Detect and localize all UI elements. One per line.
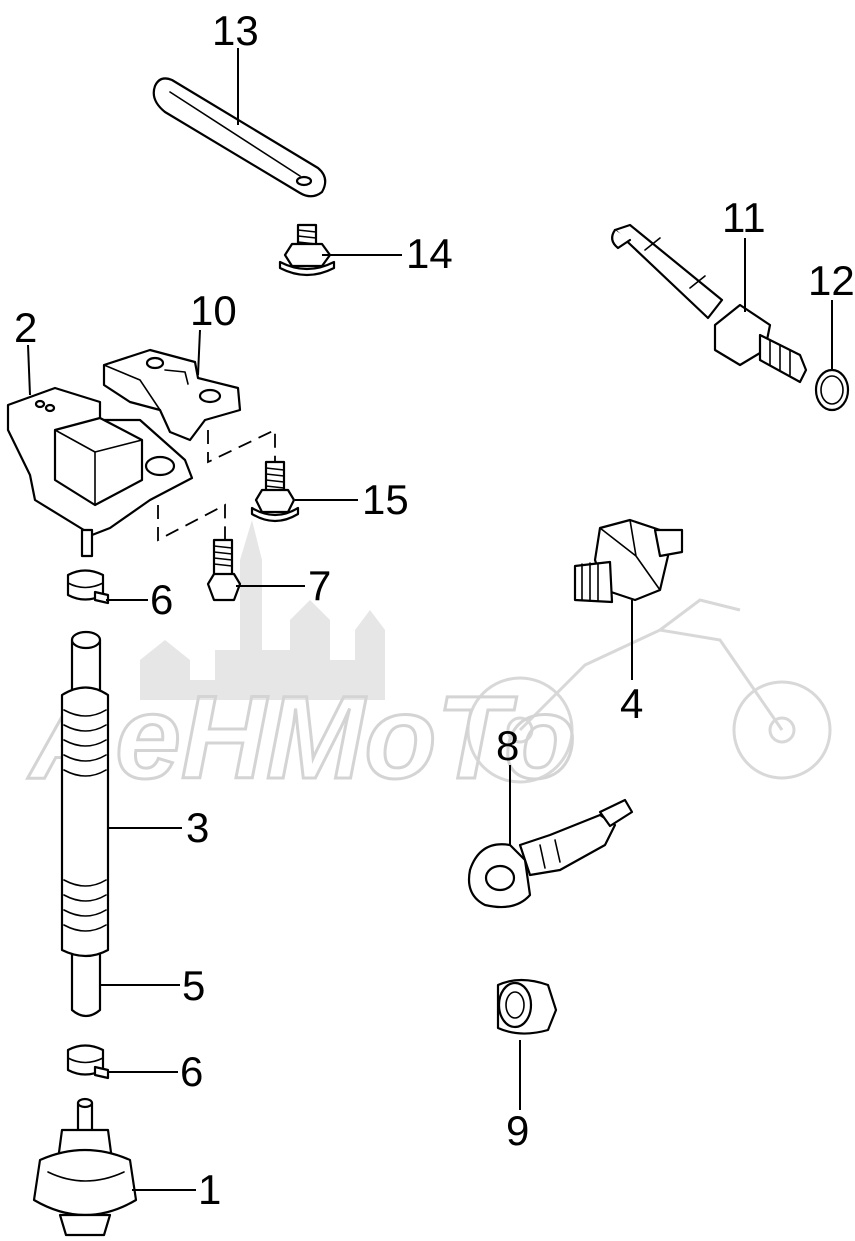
watermark-motorcycle bbox=[466, 598, 832, 784]
part-1-vacuum-valve bbox=[32, 1097, 138, 1237]
callout-7: 7 bbox=[308, 562, 331, 609]
part-3-hose bbox=[60, 630, 110, 1018]
callout-6-upper: 6 bbox=[150, 576, 173, 623]
callout-13: 13 bbox=[212, 7, 259, 54]
callout-9: 9 bbox=[506, 1107, 529, 1154]
part-2-sensor bbox=[6, 386, 194, 558]
callout-3: 3 bbox=[186, 804, 209, 851]
callout-12: 12 bbox=[808, 257, 855, 304]
watermark-text: AeHMoTo bbox=[27, 672, 576, 804]
part-7-bolt bbox=[206, 538, 242, 602]
part-12-o-ring bbox=[814, 368, 850, 412]
part-8-sensor-connector bbox=[467, 798, 634, 909]
leader-lines bbox=[27, 48, 833, 1191]
part-13-strap bbox=[152, 77, 327, 198]
part-4-oil-pressure-switch bbox=[573, 518, 684, 604]
callout-2: 2 bbox=[14, 304, 37, 351]
callout-8: 8 bbox=[496, 722, 519, 769]
callout-10: 10 bbox=[190, 287, 237, 334]
assembly-lines bbox=[157, 428, 276, 542]
callout-6-lower: 6 bbox=[180, 1048, 203, 1095]
callout-14: 14 bbox=[406, 230, 453, 277]
part-6-hose-clamp-upper bbox=[66, 569, 110, 605]
watermark: AeHMoTo bbox=[26, 520, 832, 806]
part-14-flange-bolt bbox=[278, 223, 336, 277]
watermark-castle bbox=[140, 520, 385, 700]
callout-4: 4 bbox=[620, 680, 643, 727]
callout-15: 15 bbox=[362, 476, 409, 523]
callout-1: 1 bbox=[198, 1166, 221, 1213]
callout-numbers: 13 14 2 10 15 7 6 3 5 6 1 11 12 4 8 9 bbox=[14, 7, 855, 1213]
part-6-hose-clamp-lower bbox=[66, 1044, 110, 1080]
part-10-bracket bbox=[102, 348, 242, 442]
callout-11: 11 bbox=[722, 194, 766, 241]
part-9-grommet bbox=[496, 978, 558, 1035]
part-11-oil-hose-fitting bbox=[611, 223, 808, 384]
callout-5: 5 bbox=[182, 962, 205, 1009]
part-15-flange-bolt bbox=[250, 460, 300, 523]
